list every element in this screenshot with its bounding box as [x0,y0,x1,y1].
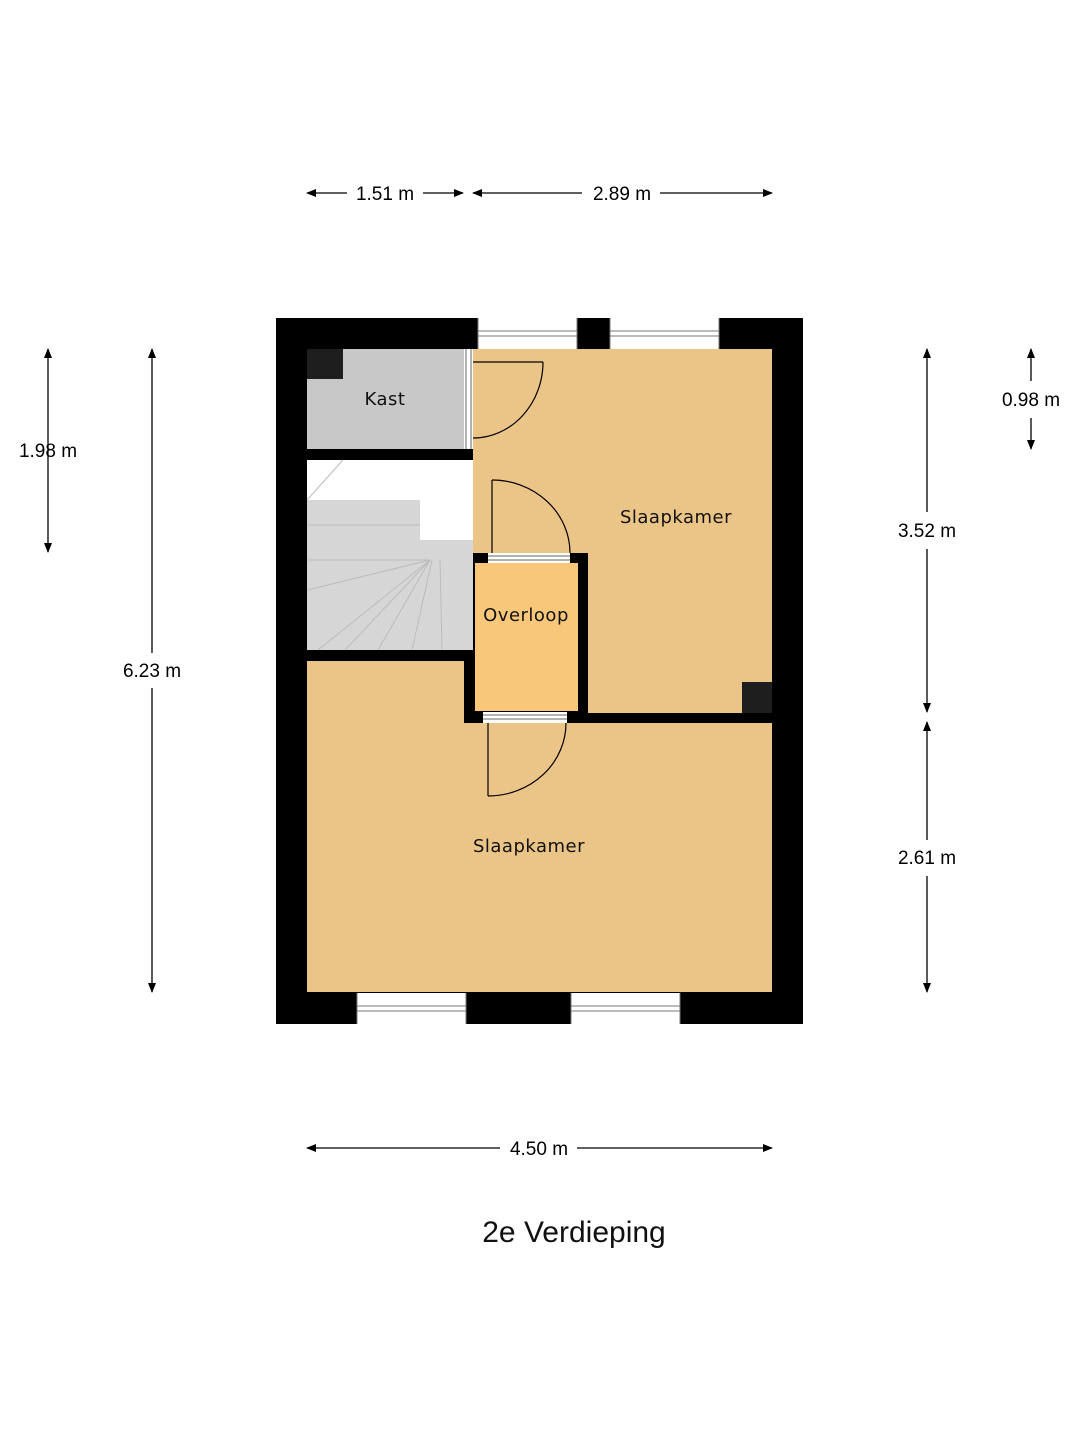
door-slaapkamer-top [488,479,571,563]
dimension-top-right: 2.89 m [472,184,773,205]
slaapkamer-top-floor [473,349,772,553]
stairs [306,459,473,651]
floor-title: 2e Verdieping [0,1216,1080,1250]
floor-title-text: 2e Verdieping [482,1216,666,1249]
slaapkamer-bottom-floor-main [464,723,772,992]
window-bottom-left [356,993,467,1024]
dimension-bottom: 4.50 m [306,1139,773,1160]
dimension-right-lower: 2.61 m [898,721,956,993]
dimension-label-left-inner: 1.98 m [19,441,77,462]
dimension-label-right-small: 0.98 m [1002,390,1060,411]
dimension-label-left-outer: 6.23 m [123,661,181,682]
dimension-label-right-lower: 2.61 m [898,848,956,869]
dimension-right-upper: 3.52 m [898,348,956,713]
door-kast [464,349,544,449]
window-top-right [609,318,720,349]
overloop-floor [475,563,578,711]
dimension-left-outer: 6.23 m [123,348,181,993]
dimension-label-top-left: 1.51 m [356,184,414,205]
window-top-left [477,318,578,349]
room-label-slaapkamer-bottom: Slaapkamer [473,836,585,857]
dimension-left-inner: 1.98 m [19,348,77,553]
window-bottom-right [570,993,681,1024]
door-slaapkamer-bottom [483,712,567,797]
dimension-right-small: 0.98 m [1002,348,1060,450]
shaft-slaapkamer [742,682,772,713]
dimension-label-top-right: 2.89 m [593,184,651,205]
dimension-label-right-upper: 3.52 m [898,521,956,542]
room-label-slaapkamer-top: Slaapkamer [620,507,732,528]
shaft-kast [307,349,343,379]
slaapkamer-top-floor-lower [588,553,772,713]
slaapkamer-bottom-floor [307,661,464,992]
room-label-kast: Kast [365,389,406,410]
dimension-label-bottom: 4.50 m [510,1139,568,1160]
dimension-top-left: 1.51 m [306,184,464,205]
room-label-overloop: Overloop [483,605,569,626]
